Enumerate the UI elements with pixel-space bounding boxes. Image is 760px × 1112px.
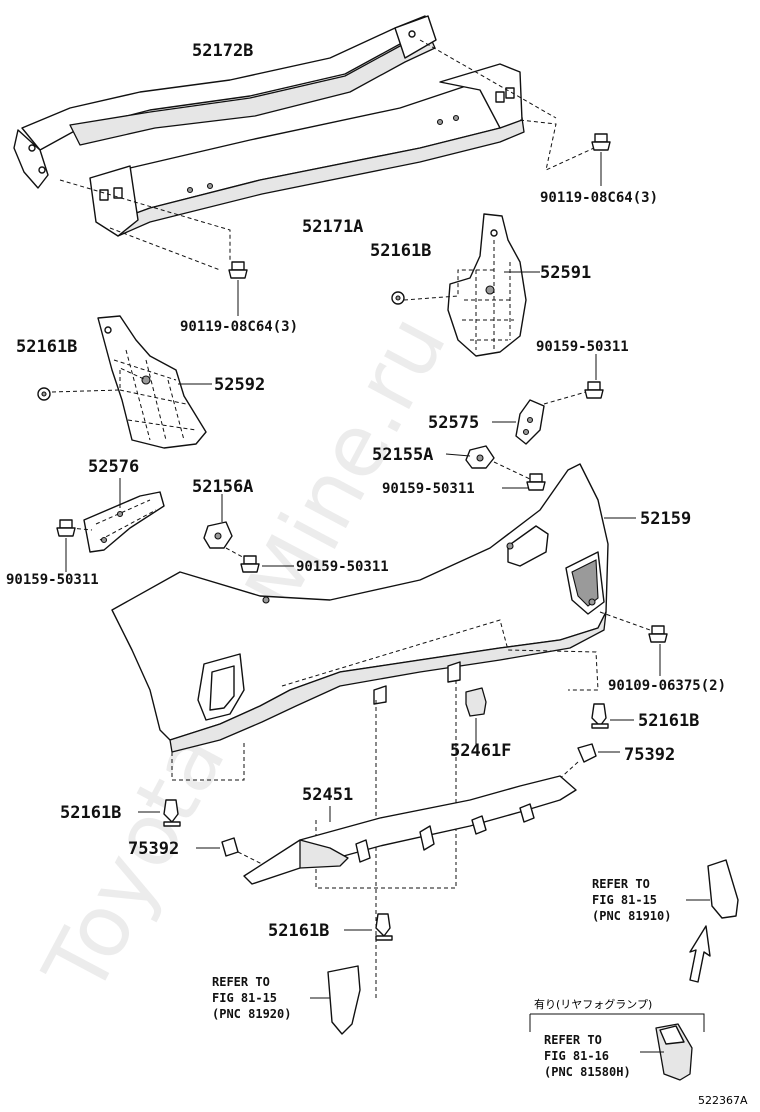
bolt-90159-b bbox=[526, 473, 546, 491]
label-90159-d: 90159-50311 bbox=[296, 559, 389, 575]
bracket-52592-shape bbox=[97, 315, 207, 449]
label-52159: 52159 bbox=[640, 509, 691, 529]
label-52172B: 52172B bbox=[192, 41, 253, 61]
clip-52161B-b bbox=[37, 387, 51, 401]
bolt-90159-c bbox=[56, 519, 76, 537]
reinforcement-52171A-shape bbox=[89, 63, 525, 237]
clip-75392-left bbox=[221, 837, 239, 857]
ref2-line3: (PNC 81920) bbox=[212, 1007, 291, 1021]
retainer-52156A-shape bbox=[203, 521, 233, 549]
retainer-52155A-shape bbox=[465, 445, 495, 469]
label-52576: 52576 bbox=[88, 457, 139, 477]
ref2-line2: FIG 81-15 bbox=[212, 991, 277, 1005]
bolt-90159-a bbox=[584, 381, 604, 399]
ref3-caption: 有り(リヤフォグランプ) bbox=[534, 997, 652, 1011]
bracket-52576-shape bbox=[83, 491, 165, 553]
clip-52161B-e bbox=[375, 913, 393, 941]
label-52161B-d: 52161B bbox=[60, 803, 121, 823]
clip-52161B-c bbox=[591, 703, 609, 729]
diffuser-52451-shape bbox=[243, 775, 577, 885]
label-90159-a: 90159-50311 bbox=[536, 339, 629, 355]
ref3-line3: (PNC 81580H) bbox=[544, 1065, 631, 1079]
bracket-52591-shape bbox=[447, 213, 527, 357]
diagram-id: 522367A bbox=[698, 1094, 748, 1107]
label-75392-right: 75392 bbox=[624, 745, 675, 765]
label-90159-c: 90159-50311 bbox=[6, 572, 99, 588]
ref1-line3: (PNC 81910) bbox=[592, 909, 671, 923]
label-52461F: 52461F bbox=[450, 741, 511, 761]
label-52451: 52451 bbox=[302, 785, 353, 805]
bolt-90119-left bbox=[228, 261, 248, 279]
label-90119-left: 90119-08C64(3) bbox=[180, 319, 298, 335]
bracket-52575-shape bbox=[515, 399, 545, 445]
label-52155A: 52155A bbox=[372, 445, 433, 465]
label-52161B-a: 52161B bbox=[370, 241, 431, 261]
rail-upper-52172B-shape bbox=[13, 15, 437, 189]
label-52161B-e: 52161B bbox=[268, 921, 329, 941]
ref3-line1: REFER TO bbox=[544, 1033, 602, 1047]
label-52161B-b: 52161B bbox=[16, 337, 77, 357]
arrow-up-icon bbox=[689, 925, 711, 983]
label-52591: 52591 bbox=[540, 263, 591, 283]
label-75392-left: 75392 bbox=[128, 839, 179, 859]
block-52461F-shape bbox=[465, 687, 487, 717]
label-52156A: 52156A bbox=[192, 477, 253, 497]
ref1-line1: REFER TO bbox=[592, 877, 650, 891]
fog-lamp-81580H bbox=[655, 1023, 693, 1081]
bolt-90119-top bbox=[591, 133, 611, 151]
ref2-line1: REFER TO bbox=[212, 975, 270, 989]
label-90159-b: 90159-50311 bbox=[382, 481, 475, 497]
label-52171A: 52171A bbox=[302, 217, 363, 237]
reflector-81910 bbox=[707, 859, 739, 919]
label-52161B-c: 52161B bbox=[638, 711, 699, 731]
bolt-90159-d bbox=[240, 555, 260, 573]
label-52592: 52592 bbox=[214, 375, 265, 395]
clip-52161B-d bbox=[163, 799, 181, 827]
reflector-81920 bbox=[327, 965, 361, 1035]
ref1-line2: FIG 81-15 bbox=[592, 893, 657, 907]
label-52575: 52575 bbox=[428, 413, 479, 433]
clip-75392-right bbox=[577, 743, 597, 763]
label-90119-top: 90119-08C64(3) bbox=[540, 190, 658, 206]
clip-52161B-a bbox=[391, 291, 405, 305]
bumper-cover-52159-shape bbox=[111, 463, 609, 753]
label-90109: 90109-06375(2) bbox=[608, 678, 726, 694]
ref3-line2: FIG 81-16 bbox=[544, 1049, 609, 1063]
bolt-90109 bbox=[648, 625, 668, 643]
